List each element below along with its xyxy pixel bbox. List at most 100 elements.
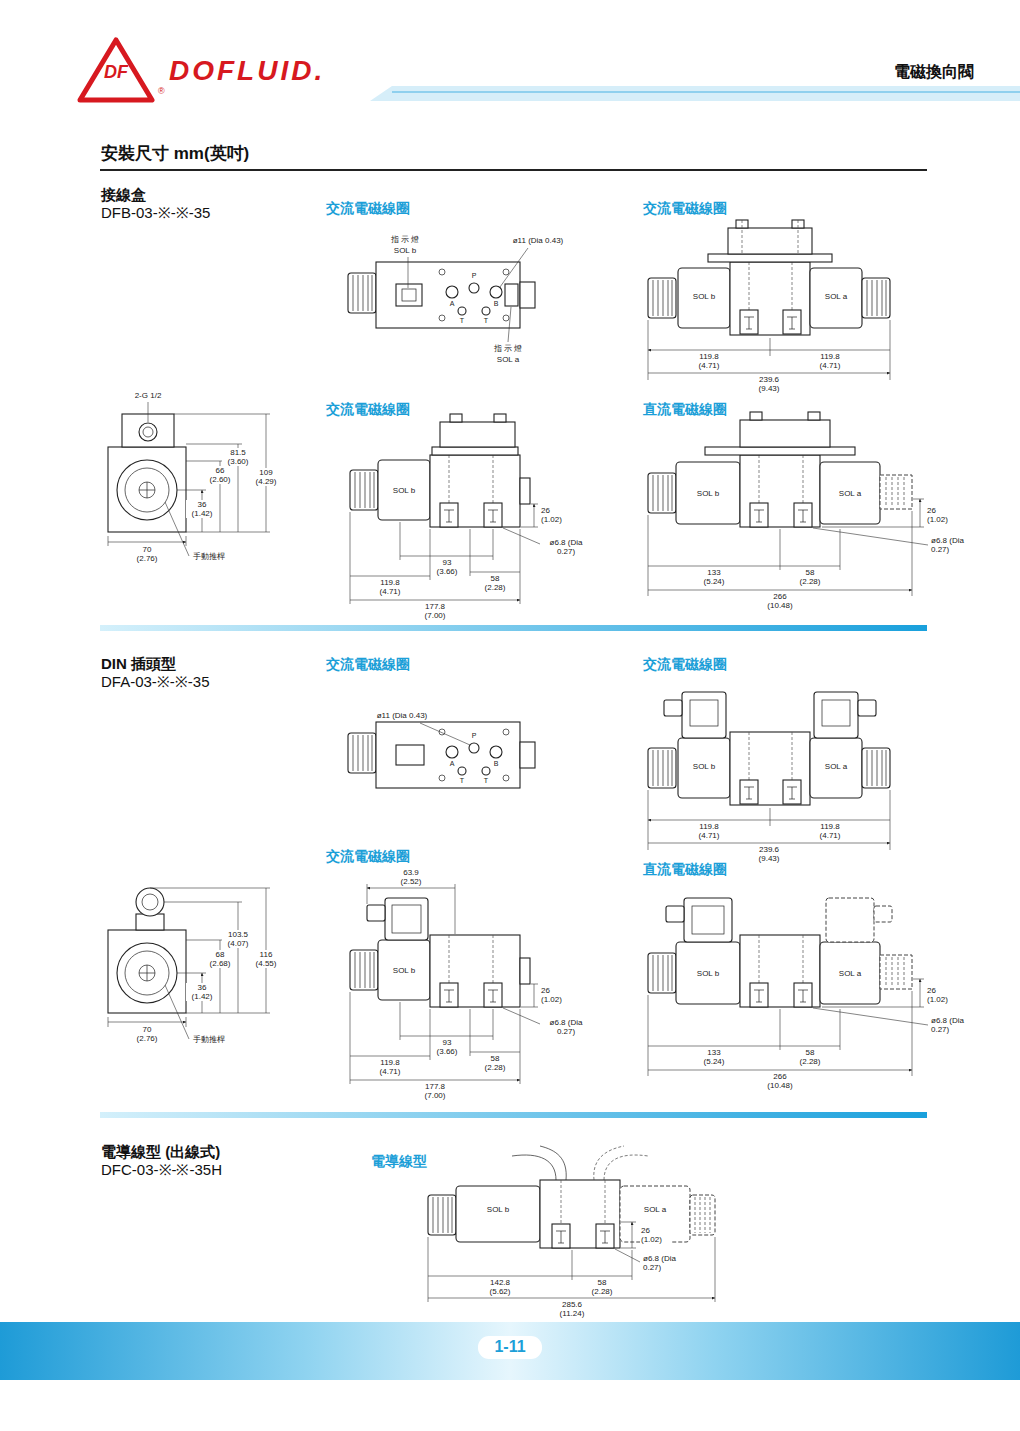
valve-front-view — [676, 462, 740, 524]
valve-front-view — [684, 898, 732, 942]
valve-front-view — [520, 478, 530, 504]
valve-front-view — [862, 278, 890, 318]
callout-label: SOL a — [824, 762, 848, 771]
registered-mark: ® — [157, 86, 166, 96]
valve-front-view — [886, 957, 904, 987]
valve-front-view — [666, 906, 684, 922]
callout-label: SOL b — [692, 292, 716, 301]
dimension-label: ø6.8 (Dia 0.27) — [642, 1254, 692, 1272]
dimension-line — [428, 1222, 715, 1302]
view-heading: 直流電磁線圈 — [642, 861, 728, 877]
valve-front-view — [708, 254, 832, 262]
valve-front-view — [594, 1146, 648, 1180]
leader-line — [420, 723, 470, 745]
dimension-line — [648, 320, 890, 380]
valve-front-view — [428, 1146, 715, 1248]
section-bar — [100, 625, 927, 1118]
dimension-label: 58 (2.28) — [794, 568, 826, 586]
valve-front-view — [561, 1180, 605, 1224]
dimension-label: 26 (1.02) — [926, 986, 958, 1004]
dimension-label: ø6.8 (Dia 0.27) — [930, 536, 980, 554]
callout-label: SOL b — [692, 762, 716, 771]
valve-front-view — [430, 935, 520, 1007]
dimension-label: 239.6 (9.43) — [753, 375, 785, 393]
brand-logo — [80, 40, 152, 100]
valve-front-view — [794, 983, 812, 1007]
valve-front-view — [648, 473, 676, 513]
valve-front-view — [695, 1197, 710, 1233]
header-band — [370, 86, 1020, 101]
valve-top-view — [490, 286, 502, 298]
dimension-label: 266 (10.48) — [764, 592, 796, 610]
valve-front-view — [648, 220, 890, 335]
dimension-line — [428, 1222, 715, 1302]
callout-label: SOL a — [496, 355, 520, 364]
valve-front-view — [740, 455, 820, 527]
dimension-label: 103.5 (4.07) — [222, 930, 254, 948]
valve-side-view — [139, 965, 155, 981]
dimension-label: 26 (1.02) — [540, 986, 572, 1004]
dimension-label: 70 (2.76) — [131, 545, 163, 563]
dimension-line — [428, 1222, 715, 1298]
callout-label: 指 示 燈 — [390, 235, 420, 244]
valve-side-view — [117, 943, 177, 1003]
valve-front-view — [740, 780, 758, 804]
valve-top-view — [503, 729, 509, 735]
footer-band — [0, 1322, 1020, 1380]
dimension-line — [813, 528, 928, 545]
port-letter: P — [471, 732, 478, 740]
valve-top-view — [490, 746, 502, 758]
valve-front-view — [874, 906, 892, 922]
valve-top-view — [396, 284, 422, 306]
dimension-label: 177.8 (7.00) — [419, 1082, 451, 1100]
valve-top-view — [348, 262, 535, 328]
valve-front-view — [682, 692, 726, 738]
dimension-line — [648, 820, 890, 843]
valve-front-view — [814, 692, 858, 738]
brand-logo — [80, 40, 152, 100]
dimension-label: 58 (2.28) — [479, 1054, 511, 1072]
callout-label: 指 示 燈 — [493, 344, 523, 353]
valve-front-view — [664, 700, 682, 716]
valve-top-view — [439, 315, 445, 321]
valve-front-view — [350, 950, 378, 990]
dimension-line — [165, 985, 189, 1039]
port-letter: A — [449, 300, 456, 308]
callout-label: SOL b — [393, 246, 417, 255]
dimension-label: 36 (1.42) — [186, 983, 218, 1001]
callout-label: SOL b — [392, 486, 416, 495]
dimension-label: 266 (10.48) — [764, 1072, 796, 1090]
valve-side-view — [139, 482, 155, 498]
dimension-line — [108, 888, 266, 1022]
dimension-label: 177.8 (7.00) — [419, 602, 451, 620]
valve-front-view — [494, 414, 506, 422]
brand-name: DOFLUID. — [168, 55, 326, 87]
valve-top-view — [520, 742, 535, 768]
dimension-label: 239.6 (9.43) — [753, 845, 785, 863]
header-band — [392, 91, 1020, 93]
dimension-label: 109 (4.29) — [250, 468, 282, 486]
page-number: 1-11 — [494, 1337, 525, 1358]
dimension-label: 119.8 (4.71) — [374, 578, 406, 596]
dimension-line — [503, 528, 540, 544]
title-rule — [100, 170, 927, 171]
valve-front-view — [810, 738, 862, 798]
valve-front-view — [783, 310, 801, 334]
leader-line — [408, 248, 528, 342]
port-letter: P — [471, 272, 478, 280]
valve-front-view — [484, 503, 502, 527]
valve-side-view — [108, 930, 186, 1013]
dimension-line — [108, 414, 270, 546]
valve-front-view — [822, 700, 850, 726]
dimension-label: 119.8 (4.71) — [693, 822, 725, 840]
valve-front-view — [728, 228, 812, 254]
dimension-label: 58 (2.28) — [586, 1278, 618, 1296]
section-bar — [100, 625, 927, 631]
dimension-label: 26 (1.02) — [640, 1226, 672, 1244]
valve-top-view — [503, 269, 509, 275]
valve-top-view — [348, 722, 535, 788]
dimension-line — [813, 1008, 928, 1025]
dimension-label: 285.6 (11.24) — [556, 1300, 588, 1318]
port-letter: B — [493, 760, 500, 768]
dimension-line — [648, 979, 924, 1076]
